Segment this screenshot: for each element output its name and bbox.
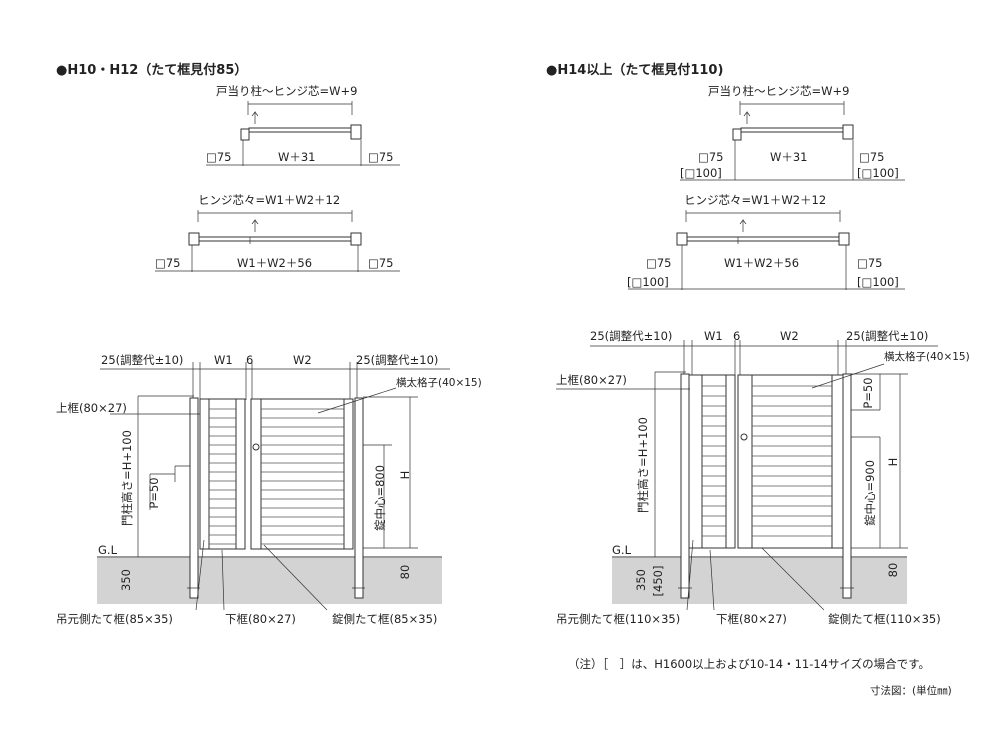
left-w1: W1 [214,353,233,367]
left-ground-80: 80 [398,565,412,580]
left-post-height: 門柱高さ=H+100 [120,430,134,526]
right-post-height: 門柱高さ=H+100 [636,417,650,513]
left-top-rail: 上框(80×27) [56,401,127,415]
gate-leaf [248,127,352,133]
ground-shading-right [612,558,907,604]
post-right [350,124,362,140]
left-adj-right: 25(調整代±10) [356,353,438,367]
right-hinge-stile: 吊元側たて框(110×35) [556,612,680,626]
right-plan2-post-right: □75 [857,256,883,270]
right-plan-1: 戸当り柱～ヒンジ芯=W+9 □75 W＋31 □75 [□100] [□100] [680,84,905,181]
left-plan1-mid: W＋31 [278,150,316,164]
right-lock-center: 錠中心=900 [863,460,877,526]
right-adj-right: 25(調整代±10) [846,329,928,343]
left-plan2-top-label: ヒンジ芯々=W1＋W2＋12 [198,193,340,207]
left-hinge-stile: 吊元側たて框(85×35) [56,612,173,626]
right-bottom-rail: 下框(80×27) [716,612,787,626]
right-gl: G.L [612,543,632,557]
right-depth: 350 [634,569,648,591]
right-heading: ●H14以上（たて框見付110) [546,62,723,78]
footnote: （注）［ ］は、H1600以上および10-14・11-14サイズの場合です。 [568,657,930,671]
right-lock-stile: 錠側たて框(110×35) [828,612,941,626]
left-slats-w2 [261,408,344,545]
right-w2: W2 [780,329,799,343]
left-plan1-top-label: 戸当り柱～ヒンジ芯=W+9 [216,84,357,98]
left-plan2-mid: W1＋W2＋56 [237,256,312,270]
right-plan1-post-left: □75 [698,150,724,164]
left-slats-w1 [209,408,236,545]
left-lock-center: 錠中心=800 [373,465,387,531]
post-left [240,128,250,141]
unit-note: 寸法図：(単位㎜) [870,684,952,697]
right-slat-label: 横太格子(40×15) [884,350,970,363]
left-slat-label: 横太格子(40×15) [396,376,482,389]
right-slats-w1 [702,385,726,537]
left-elevation: 25(調整代±10) W1 6 W2 25(調整代±10) 上框(80×27) … [56,353,482,626]
right-ground-80: 80 [886,563,900,578]
right-plan1-mid: W＋31 [770,150,808,164]
right-adj-left: 25(調整代±10) [590,329,672,343]
left-gap: 6 [246,353,253,367]
left-bottom-rail: 下框(80×27) [225,612,296,626]
right-plan1-alt-right: [□100] [857,166,899,180]
right-gap: 6 [733,329,740,343]
right-plan2-alt-left: [□100] [627,275,669,289]
left-plan1-post-right: □75 [368,150,394,164]
left-plan2-post-left: □75 [155,256,181,270]
right-plan1-top-label: 戸当り柱～ヒンジ芯=W+9 [708,84,849,98]
right-plan2-top-label: ヒンジ芯々=W1＋W2＋12 [684,193,826,207]
left-plan-2: ヒンジ芯々=W1＋W2＋12 □75 W1＋W2＋56 □75 [155,193,400,272]
left-gl: G.L [98,543,118,557]
left-plan2-post-right: □75 [368,256,394,270]
right-lock-icon [740,433,748,441]
left-heading: ●H10・H12（たて框見付85） [56,62,247,78]
open-direction-arrow [251,110,259,124]
right-top-rail: 上框(80×27) [556,373,627,387]
left-adj-left: 25(調整代±10) [101,353,183,367]
right-elevation: 25(調整代±10) W1 6 W2 25(調整代±10) 上框(80×27) … [556,329,970,626]
left-p: P=50 [147,477,161,508]
left-lock-stile: 錠側たて框(85×35) [332,612,437,626]
left-w2: W2 [293,353,312,367]
left-plan-1: 戸当り柱～ヒンジ芯=W+9 □75 W＋31 □75 [206,84,400,166]
right-h: H [886,458,900,467]
left-plan1-post-left: □75 [206,150,232,164]
right-plan2-mid: W1＋W2＋56 [724,256,799,270]
right-w1: W1 [704,329,723,343]
right-plan1-alt-left: [□100] [680,166,722,180]
left-h: H [398,471,412,480]
right-p: P=50 [861,377,875,408]
right-plan2-alt-right: [□100] [857,275,899,289]
right-plan-2: ヒンジ芯々=W1＋W2＋12 □75 W1＋W2＋56 □75 [□100] [… [627,193,905,290]
right-plan2-post-left: □75 [646,256,672,270]
left-lock-icon [252,443,260,451]
right-plan1-post-right: □75 [859,150,885,164]
left-depth: 350 [119,569,133,591]
right-depth-alt: [450] [651,566,665,597]
ground-shading [97,558,442,604]
right-slats-w2 [752,385,832,537]
